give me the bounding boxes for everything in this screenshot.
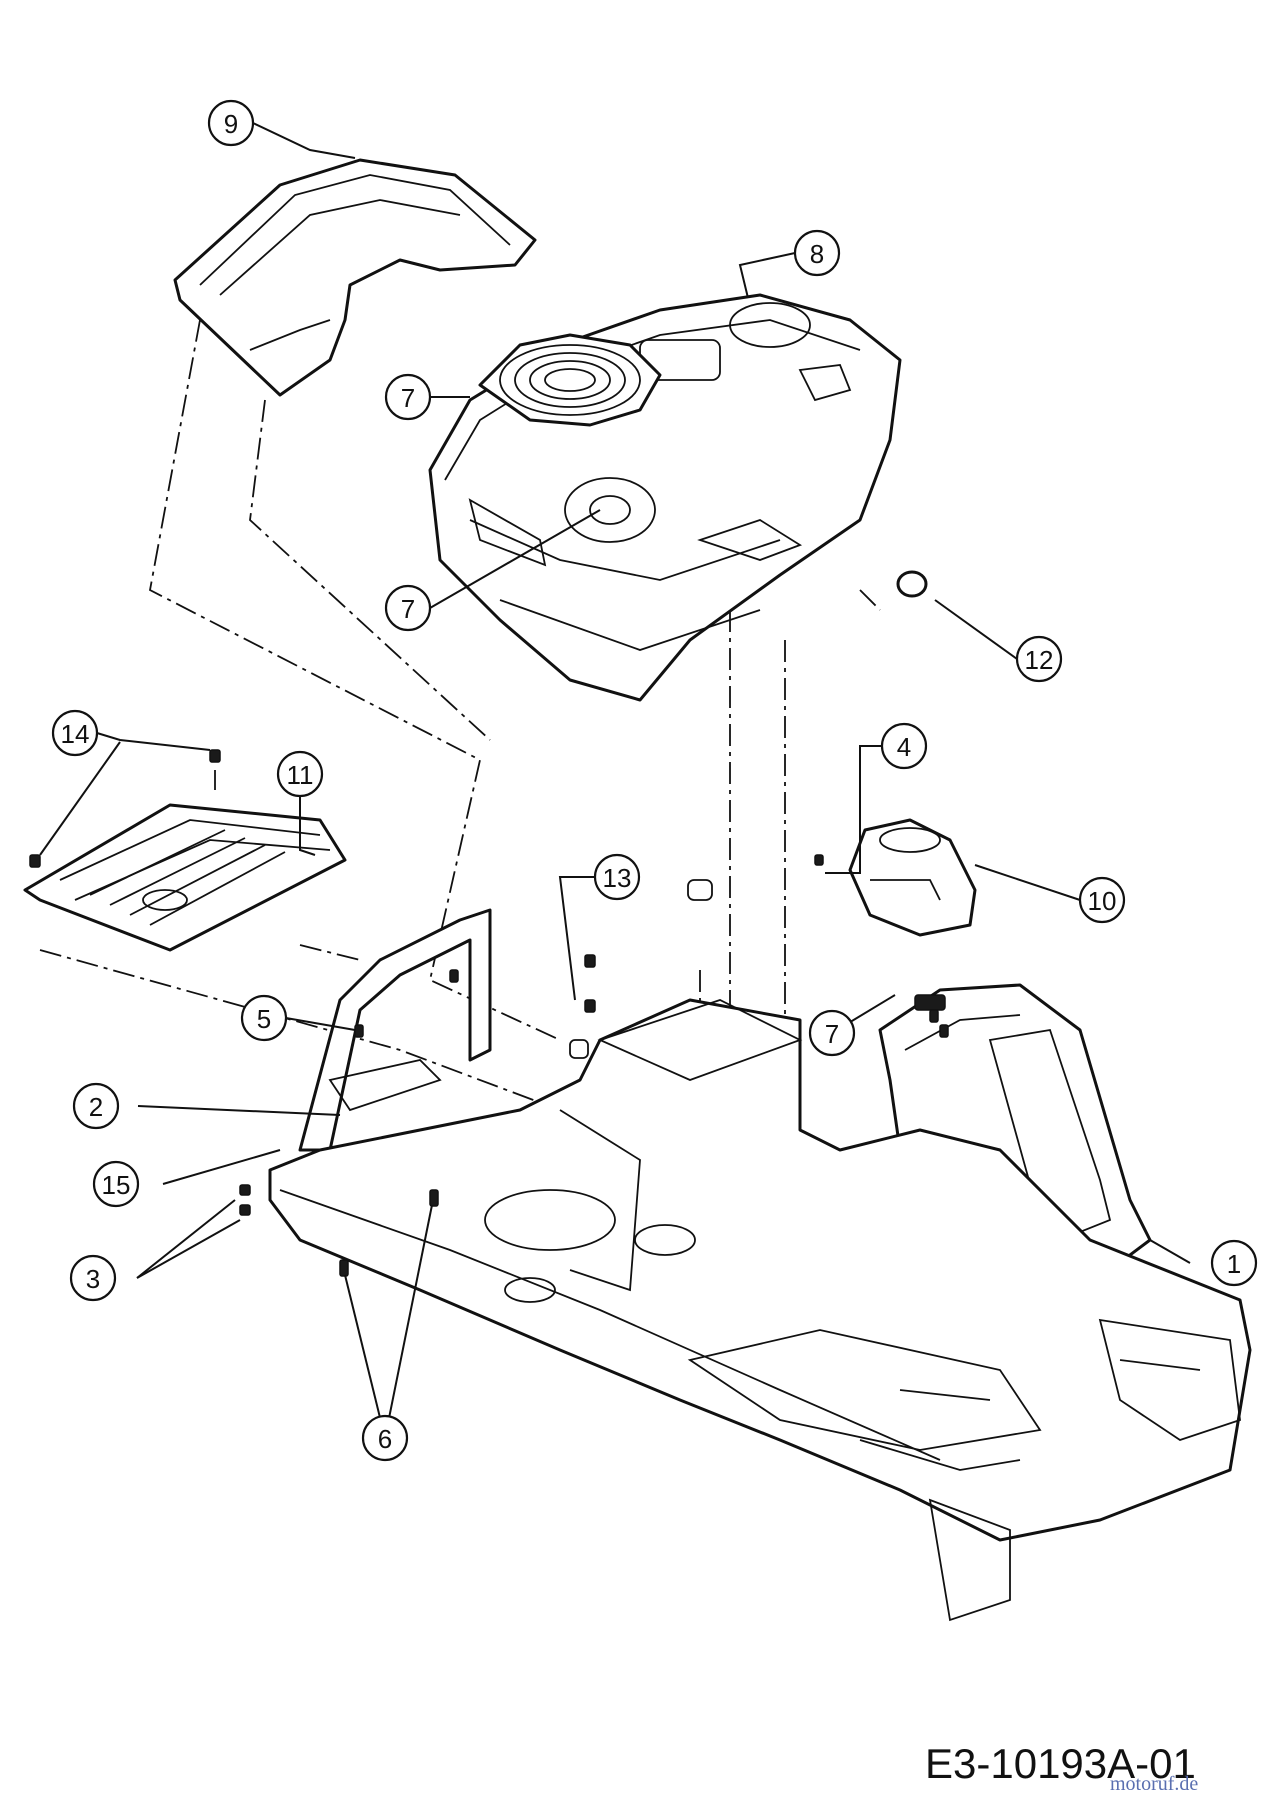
callout-9: 9	[207, 99, 255, 147]
callout-1: 1	[1210, 1239, 1258, 1287]
svg-text:14: 14	[61, 719, 90, 749]
svg-text:9: 9	[224, 109, 238, 139]
callout-7-grille: 7	[384, 373, 432, 421]
part-hood	[428, 293, 902, 702]
callout-15: 15	[92, 1160, 140, 1208]
part-dash-cap	[848, 818, 977, 937]
svg-text:3: 3	[86, 1264, 100, 1294]
callout-6: 6	[361, 1414, 409, 1462]
part-fan-grille	[478, 333, 662, 427]
callout-11: 11	[276, 750, 324, 798]
svg-text:10: 10	[1088, 886, 1117, 916]
svg-text:11: 11	[287, 760, 314, 790]
svg-text:4: 4	[897, 732, 911, 762]
svg-text:7: 7	[401, 594, 415, 624]
callout-3: 3	[69, 1254, 117, 1302]
callout-12: 12	[1015, 635, 1063, 683]
watermark-text: motoruf.de	[1110, 1773, 1198, 1795]
svg-text:13: 13	[603, 863, 632, 893]
callouts: 9 8 7 7 12 14 11 4	[51, 99, 1258, 1462]
callout-14: 14	[51, 709, 99, 757]
callout-13: 13	[593, 853, 641, 901]
callout-8: 8	[793, 229, 841, 277]
svg-text:2: 2	[89, 1092, 103, 1122]
fasteners	[29, 570, 949, 1277]
leader-lines	[39, 122, 1191, 1439]
callout-7-console: 7	[808, 1009, 856, 1057]
callout-10: 10	[1078, 876, 1126, 924]
svg-text:7: 7	[401, 383, 415, 413]
part-chassis-frame	[268, 998, 1252, 1622]
part-rear-cover	[173, 158, 537, 397]
callout-4: 4	[880, 722, 928, 770]
svg-text:15: 15	[102, 1170, 131, 1200]
svg-text:12: 12	[1025, 645, 1054, 675]
callout-7-hood: 7	[384, 584, 432, 632]
svg-text:1: 1	[1227, 1249, 1241, 1279]
svg-text:6: 6	[378, 1424, 392, 1454]
callout-2: 2	[72, 1082, 120, 1130]
svg-text:8: 8	[810, 239, 824, 269]
drawing-code: E3-10193A-01	[925, 1740, 1196, 1787]
callout-5: 5	[240, 994, 288, 1042]
part-battery-cover	[23, 803, 347, 952]
svg-text:5: 5	[257, 1004, 271, 1034]
svg-text:7: 7	[825, 1019, 839, 1049]
